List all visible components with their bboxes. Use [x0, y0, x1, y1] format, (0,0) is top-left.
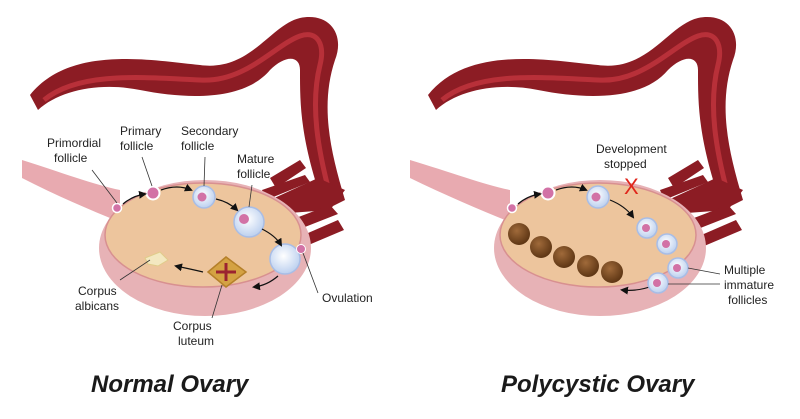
caption-polycystic-ovary: Polycystic Ovary: [501, 371, 696, 398]
cyst: [577, 255, 599, 277]
primary-follicle-pco: [540, 185, 556, 201]
label-multiple-immature-follicles: Multiple immature follicles: [724, 263, 777, 307]
fallopian-tube-pco: [428, 17, 743, 210]
corpus-albicans: [144, 251, 169, 267]
development-stopped-x-mark: X: [624, 174, 639, 199]
fallopian-tube-lumen-pco: [440, 32, 731, 196]
fallopian-tube-lumen: [42, 32, 333, 196]
normal-ovary-panel: Primordial follicle Primary follicle Sec…: [22, 17, 373, 398]
cyst: [553, 246, 575, 268]
secondary-follicle-pco: [586, 185, 610, 209]
label-mature-follicle: Mature follicle: [237, 152, 278, 181]
label-secondary-follicle: Secondary follicle: [181, 124, 242, 153]
pco-leaders: [668, 267, 721, 285]
ovary-cortex-pco: [499, 182, 697, 288]
cyst: [530, 236, 552, 258]
fimbriae: [262, 160, 345, 252]
primary-follicle: [145, 185, 161, 201]
label-primordial-follicle: Primordial follicle: [47, 136, 104, 165]
secondary-follicle: [192, 185, 216, 209]
label-primary-follicle: Primary follicle: [120, 124, 165, 153]
immature-follicles: [636, 217, 689, 294]
cyst: [601, 261, 623, 283]
ovarian-cysts: [508, 223, 623, 283]
normal-leaders: [91, 156, 319, 319]
corpus-luteum: [206, 256, 248, 288]
ovarian-ligament: [22, 160, 120, 222]
mature-follicle: [233, 206, 265, 238]
cycle-arrows: [122, 183, 283, 291]
label-corpus-albicans: Corpus albicans: [75, 284, 120, 313]
arrow-path-pco: [517, 183, 653, 295]
primordial-follicle: [111, 202, 123, 214]
polycystic-ovary-panel: Development stopped X Multiple immature …: [410, 17, 777, 398]
label-ovulation: Ovulation: [322, 291, 373, 305]
cyst: [508, 223, 530, 245]
label-corpus-luteum: Corpus luteum: [173, 319, 215, 348]
caption-normal-ovary: Normal Ovary: [91, 371, 250, 398]
label-development-stopped: Development stopped: [596, 142, 670, 171]
ovulating-follicle: [269, 243, 306, 275]
primordial-follicle-pco: [506, 202, 518, 214]
fallopian-tube: [30, 17, 345, 210]
ovarian-ligament-pco: [410, 160, 510, 222]
